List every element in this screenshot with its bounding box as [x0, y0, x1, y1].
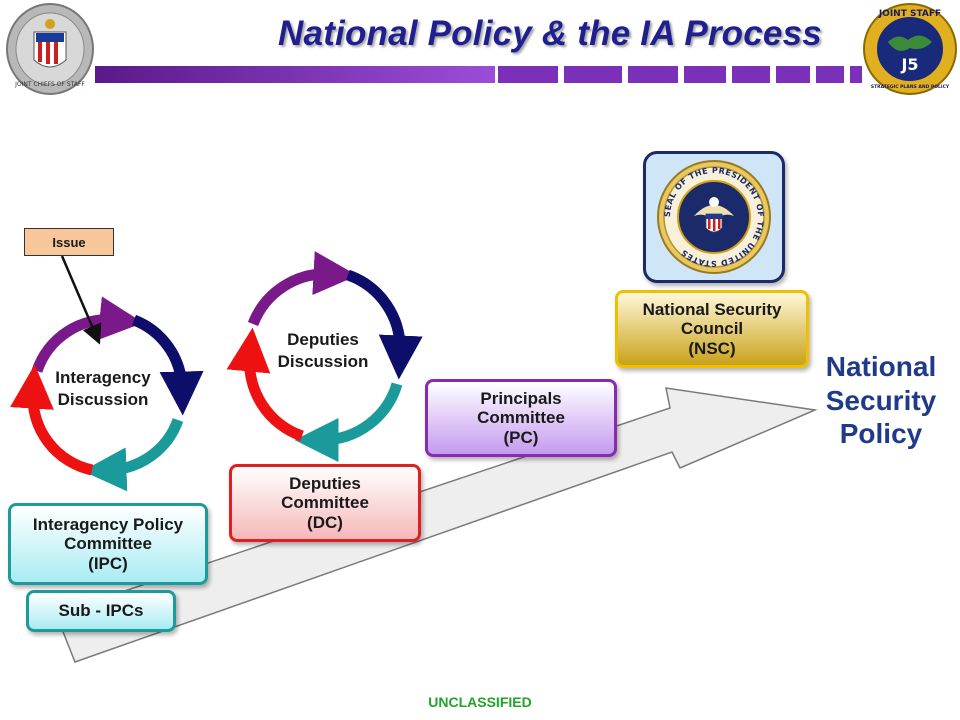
classification-footer: UNCLASSIFIED	[428, 694, 532, 710]
issue-box: Issue	[24, 228, 114, 256]
title-bar-segment	[732, 66, 770, 83]
title-bar-segment	[684, 66, 726, 83]
ipc-box: Interagency Policy Committee (IPC)	[8, 503, 208, 585]
pc-label: Principals Committee (PC)	[477, 388, 565, 447]
joint-staff-j5-logo: JOINT STAFF J5 STRATEGIC PLANS AND POLIC…	[863, 3, 957, 95]
title-bar-segment	[564, 66, 622, 83]
dc-label: Deputies Committee (DC)	[281, 473, 369, 532]
deputies-cycle	[226, 251, 423, 463]
joint-chiefs-seal-logo: JOINT CHIEFS OF STAFF	[6, 3, 94, 95]
nsc-box: National Security Council (NSC)	[615, 290, 809, 368]
strategic-plans-text: STRATEGIC PLANS AND POLICY	[871, 84, 950, 90]
presidential-seal-icon: SEAL OF THE PRESIDENT OF THE UNITED STAT…	[657, 160, 771, 274]
presidential-seal-frame: SEAL OF THE PRESIDENT OF THE UNITED STAT…	[643, 151, 785, 283]
interagency-cycle	[10, 296, 204, 492]
sub-ipcs-label: Sub - IPCs	[58, 601, 144, 621]
joint-chiefs-seal-text: JOINT CHIEFS OF STAFF	[14, 81, 85, 88]
title-bar-segment	[816, 66, 844, 83]
title-bar-segment	[776, 66, 810, 83]
nsc-label: National Security Council (NSC)	[642, 299, 782, 358]
title-underline-bar	[95, 66, 495, 83]
dc-box: Deputies Committee (DC)	[229, 464, 421, 542]
title-bar-segment	[498, 66, 558, 83]
pc-box: Principals Committee (PC)	[425, 379, 617, 457]
title-bar-segment	[628, 66, 678, 83]
j5-text: J5	[900, 55, 918, 74]
national-security-policy-text: National Security Policy	[825, 351, 937, 450]
joint-staff-top-text: JOINT STAFF	[878, 9, 941, 19]
issue-pointer-arrow	[60, 255, 102, 345]
sub-ipcs-box: Sub - IPCs	[26, 590, 176, 632]
ipc-label: Interagency Policy Committee (IPC)	[32, 514, 184, 573]
title-bar-segment	[850, 66, 862, 83]
deputies-discussion-label: Deputies Discussion	[277, 330, 369, 372]
interagency-discussion-label: Interagency Discussion	[55, 368, 151, 410]
slide-title: National Policy & the IA Process	[278, 14, 822, 53]
